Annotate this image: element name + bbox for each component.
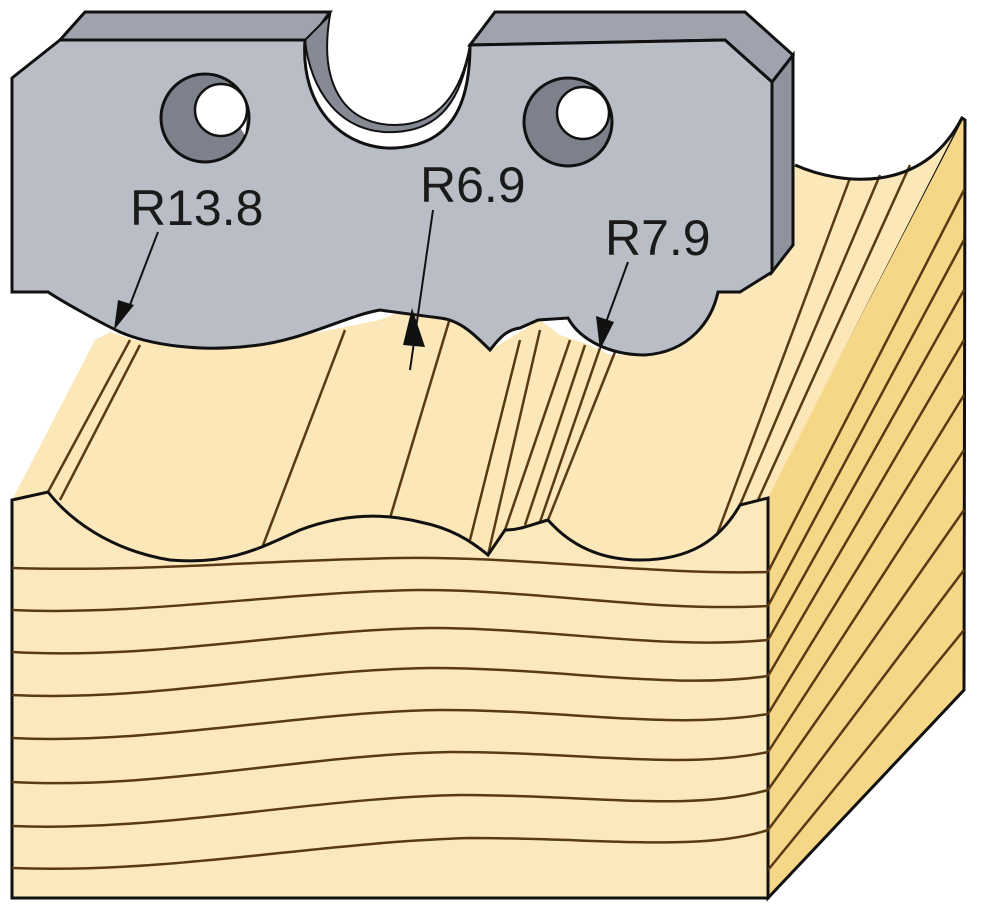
mounting-hole-right — [522, 76, 614, 168]
arrowhead-r6-9 — [403, 308, 425, 347]
mounting-hole-left — [159, 72, 251, 164]
arrowhead-r7-9 — [596, 316, 614, 350]
dimension-leaders — [114, 209, 629, 371]
arrowhead-r13-8 — [114, 300, 134, 330]
front-grain-lines — [11, 556, 769, 870]
leader-line-r7-9 — [604, 261, 629, 326]
knife-cutout-inner — [303, 12, 471, 134]
wood-top-surface — [12, 118, 962, 561]
knife-top-bevel-left — [56, 10, 333, 42]
radius-label-right: R7.9 — [605, 210, 711, 266]
top-surface-ridges — [46, 164, 912, 556]
leader-line-r13-8 — [127, 231, 159, 311]
profile-knife — [10, 10, 796, 357]
far-edge-curve — [794, 117, 964, 181]
wood-front-face — [10, 490, 770, 900]
radius-label-center: R6.9 — [420, 157, 526, 213]
knife-edge-thickness — [770, 50, 795, 277]
side-grain-lines — [766, 189, 966, 871]
wood-block — [10, 115, 967, 902]
radius-label-left: R13.8 — [130, 180, 263, 236]
